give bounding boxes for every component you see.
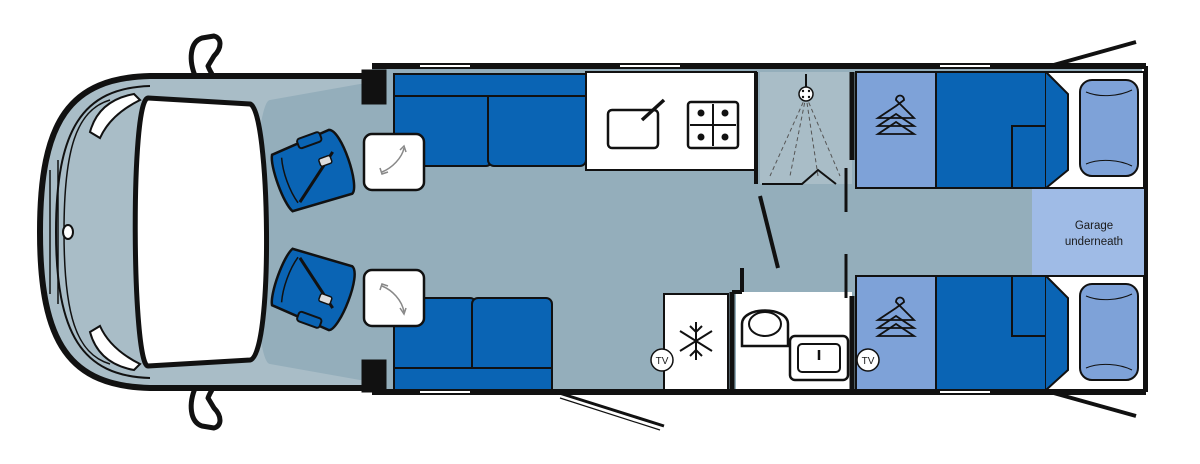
swivel-bottom — [362, 268, 426, 328]
swivel-arrow-icon — [381, 147, 405, 173]
rear-bed-top — [935, 71, 1145, 189]
washroom — [736, 292, 852, 390]
driver-seat — [270, 128, 356, 213]
rear-door-top[interactable] — [1049, 40, 1137, 68]
cab-floor — [255, 84, 372, 380]
basin-icon — [788, 334, 850, 382]
wardrobe-bottom — [855, 275, 937, 391]
hanger-icon — [875, 94, 917, 135]
fridge — [663, 293, 729, 391]
passenger-seat — [270, 247, 356, 332]
toilet-icon — [740, 309, 790, 348]
tv-badge-right: TV — [856, 348, 880, 372]
headlight-top — [88, 92, 142, 140]
walls — [361, 63, 1148, 395]
washroom-door — [758, 195, 780, 269]
seatbelt-icon — [318, 154, 333, 167]
grille — [49, 160, 59, 304]
hob-icon — [686, 100, 740, 150]
swivel-arrow-icon — [381, 285, 405, 313]
entrance-door[interactable] — [555, 390, 665, 428]
swivel-top — [362, 132, 426, 192]
pillow-icon — [1079, 79, 1139, 177]
windscreen — [132, 95, 269, 369]
snowflake-icon — [679, 322, 713, 360]
headlight-bottom — [88, 324, 142, 372]
tv-label-left: TV — [656, 356, 669, 367]
rear-door-bottom[interactable] — [1049, 390, 1137, 418]
kitchen-counter — [585, 71, 757, 171]
front-lounge-bottom — [393, 297, 553, 391]
shower-door — [762, 168, 837, 185]
shower — [760, 72, 852, 185]
hanger-icon — [875, 296, 917, 337]
rear-bed-bottom — [935, 275, 1145, 391]
garage-label-line2: underneath — [1065, 236, 1123, 248]
tv-badge-left: TV — [650, 348, 674, 372]
sink-icon — [606, 98, 666, 150]
garage-label-line1: Garage — [1075, 220, 1113, 232]
cab — [37, 33, 375, 431]
shower-icon — [798, 74, 814, 102]
seatbelt-icon — [318, 293, 333, 306]
bonnet-line — [54, 85, 151, 379]
badge-icon — [62, 224, 74, 240]
tv-label-right: TV — [862, 356, 875, 367]
wardrobe-top — [855, 71, 937, 189]
garage-area — [1032, 188, 1144, 276]
pillow-icon — [1079, 283, 1139, 381]
